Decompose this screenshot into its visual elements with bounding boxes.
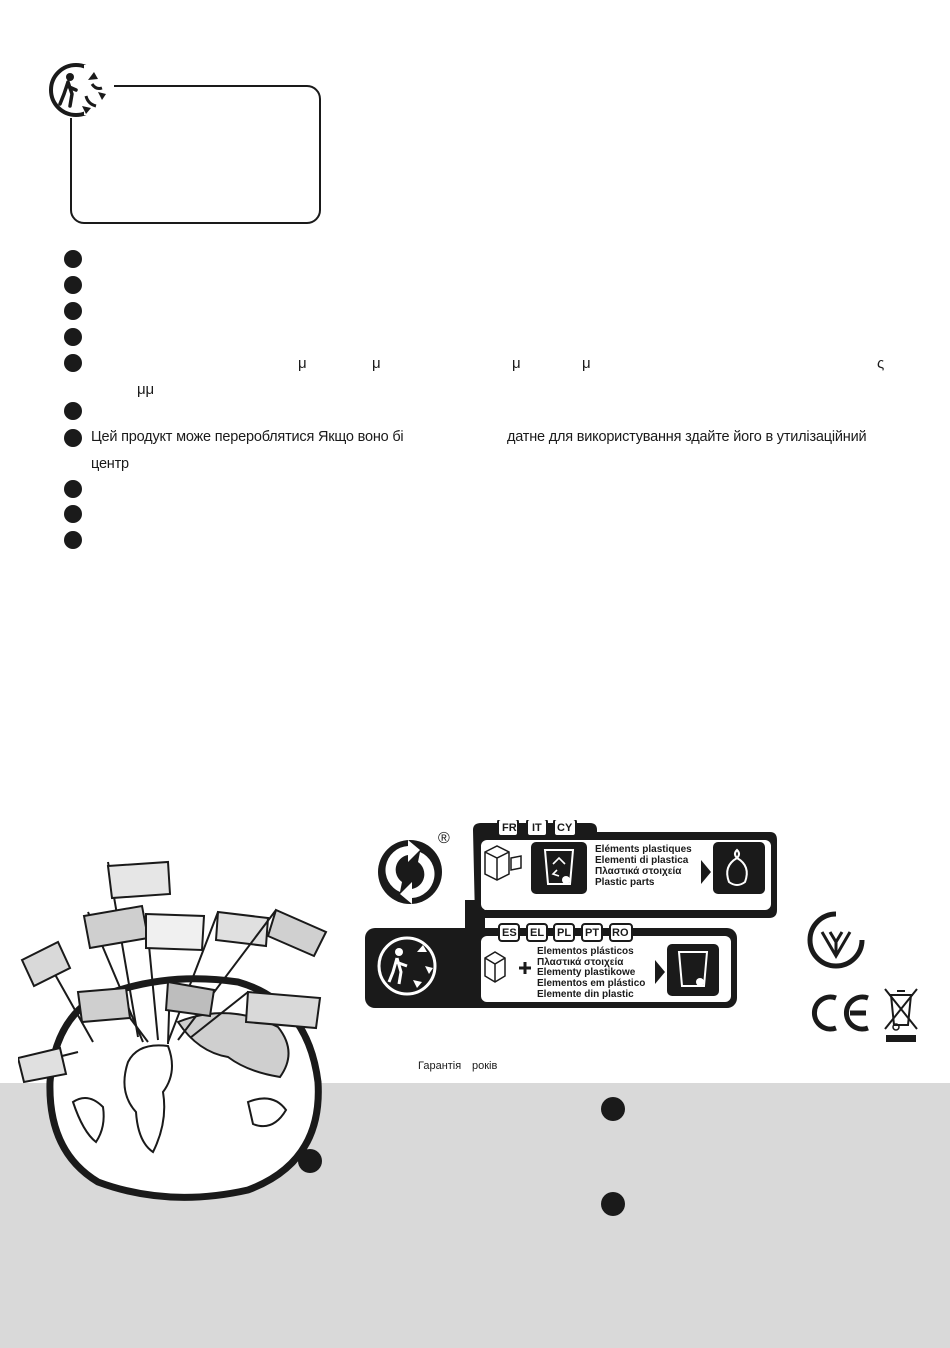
material-label: Πλαστικά στοιχεία xyxy=(537,956,624,968)
list-bullet xyxy=(64,302,82,320)
triman-frame xyxy=(70,85,321,224)
material-label: Elementos plásticos xyxy=(537,946,634,957)
material-label: Plastic parts xyxy=(595,877,655,888)
material-label: Eléments plastiques xyxy=(595,844,692,855)
country-code: ES xyxy=(502,927,517,939)
material-label: Elementy plastikowe xyxy=(537,967,636,979)
local-variation-note: Peut varier localement / Può subire vari… xyxy=(484,902,728,912)
country-code: CY xyxy=(557,822,573,834)
greek-glyph: ς xyxy=(877,355,885,372)
list-bullet xyxy=(64,328,82,346)
material-label: Elementi di plastica xyxy=(595,855,689,866)
weee-bin-icon xyxy=(882,985,920,1045)
greek-glyph: μμ xyxy=(137,381,154,398)
greek-glyph: μ xyxy=(372,355,381,372)
uk-recycle-text-a: Цей продукт може переробляти­ся Якщо вон… xyxy=(91,429,404,445)
country-code: EL xyxy=(530,927,545,939)
uk-recycle-text-b: датне для використування здайте його в у… xyxy=(507,429,867,445)
list-bullet xyxy=(64,480,82,498)
greek-glyph: μ xyxy=(512,355,521,372)
bottom-materials-list: Elementos plásticos Πλαστικά στοιχεία El… xyxy=(537,946,646,1001)
ce-mark-icon xyxy=(810,992,874,1034)
material-label: Elemente din plastic xyxy=(537,988,634,1000)
uk-recycle-text-c: центр xyxy=(91,456,129,472)
greek-glyph: μ xyxy=(582,355,591,372)
registered-mark: ® xyxy=(438,830,450,847)
list-bullet xyxy=(64,354,82,372)
list-bullet xyxy=(64,531,82,549)
warranty-label: Гарантія xyxy=(418,1060,462,1072)
band-bullet xyxy=(601,1192,625,1216)
list-bullet xyxy=(64,402,82,420)
list-bullet xyxy=(64,276,82,294)
material-label: Elementos em plástico xyxy=(537,978,646,990)
globe-with-flags-icon xyxy=(16,852,348,1207)
band-bullet xyxy=(298,1149,322,1173)
country-code: PL xyxy=(557,927,572,939)
band-bullet xyxy=(601,1097,625,1121)
ua-conformity-icon xyxy=(806,910,866,970)
triman-icon xyxy=(48,62,114,118)
list-bullet xyxy=(64,429,82,447)
list-bullet xyxy=(64,505,82,523)
sorting-info-panel xyxy=(365,818,780,1010)
top-materials-list: Eléments plastiques Elementi di plastica… xyxy=(595,844,692,888)
warranty-years-label: років xyxy=(472,1060,498,1072)
list-bullet xyxy=(64,250,82,268)
country-code: RO xyxy=(612,927,629,939)
green-dot-icon xyxy=(372,832,452,912)
country-code: FR xyxy=(502,822,517,834)
country-code: IT xyxy=(532,822,542,834)
greek-glyph: μ xyxy=(298,355,307,372)
country-code: PT xyxy=(585,927,600,939)
material-label: Πλαστικά στοιχεία xyxy=(595,866,682,877)
